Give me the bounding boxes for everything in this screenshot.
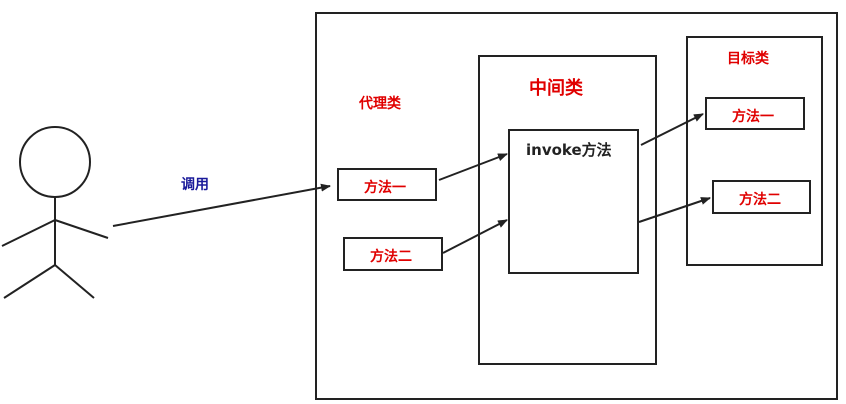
proxy-method-two-box xyxy=(343,237,443,271)
target-method-two-label: 方法二 xyxy=(739,192,781,208)
invoke-method-label: invoke方法 xyxy=(526,141,612,159)
user-head xyxy=(19,126,91,198)
arrow-proxy-two-to-invoke xyxy=(442,219,508,254)
arrow-invoke-to-target-two xyxy=(638,197,711,223)
user-stick-figure xyxy=(1,126,109,299)
proxy-method-two-label: 方法二 xyxy=(370,249,412,265)
target-class-label: 目标类 xyxy=(727,51,769,67)
call-arrow xyxy=(112,183,331,227)
proxy-class-label: 代理类 xyxy=(359,96,401,112)
target-method-one-label: 方法一 xyxy=(732,109,774,125)
arrow-proxy-one-to-invoke xyxy=(438,153,508,181)
middle-class-label: 中间类 xyxy=(529,78,583,99)
invoke-method-box xyxy=(508,129,639,274)
proxy-method-one-label: 方法一 xyxy=(364,180,406,196)
call-label: 调用 xyxy=(181,177,209,193)
target-class-box xyxy=(686,36,823,266)
target-method-one-box xyxy=(705,97,805,130)
arrow-invoke-to-target-one xyxy=(640,113,704,146)
proxy-method-one-box xyxy=(337,168,437,201)
target-method-two-box xyxy=(712,180,811,214)
